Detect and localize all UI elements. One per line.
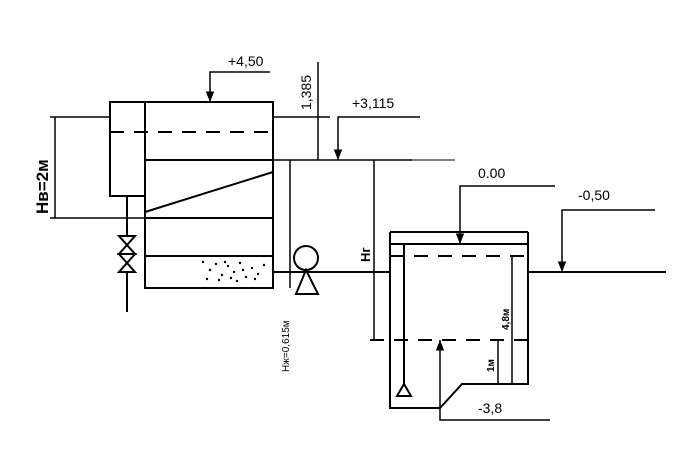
pump-icon <box>293 245 319 271</box>
filter-media <box>201 260 266 283</box>
side-chamber <box>109 101 145 197</box>
leader-top <box>205 71 270 102</box>
elev-upper-level-label: +3,115 <box>352 95 394 111</box>
lower-depth-label: 4,8м <box>501 309 512 330</box>
leader-bottom <box>435 340 550 421</box>
pump-base-icon <box>294 267 320 295</box>
elev-lower-water-label: -0,50 <box>578 187 610 203</box>
sloped-tray <box>144 171 274 213</box>
valve-symbol-lower <box>116 253 138 273</box>
hg-label: Нг <box>358 247 373 262</box>
valve-symbol <box>116 235 138 255</box>
upper-gap-label: 1,385 <box>298 75 314 110</box>
lower-tank-left-wall <box>389 232 440 409</box>
elev-ground-label: 0.00 <box>478 165 505 181</box>
leader-lower-water <box>557 209 655 272</box>
hv-label: Нв=2м <box>33 159 52 214</box>
leader-upper-level <box>333 116 420 160</box>
elev-bottom-label: -3,8 <box>478 400 502 416</box>
inlet-nozzle-icon <box>395 382 413 397</box>
elev-top-label: +4,50 <box>228 53 264 69</box>
hzh-label: Нж=0,615м <box>281 320 292 372</box>
leader-ground <box>455 185 555 244</box>
lower-gap-label: 1м <box>486 359 497 372</box>
lower-tank-right-wall <box>439 232 529 409</box>
upper-tank <box>144 101 274 289</box>
